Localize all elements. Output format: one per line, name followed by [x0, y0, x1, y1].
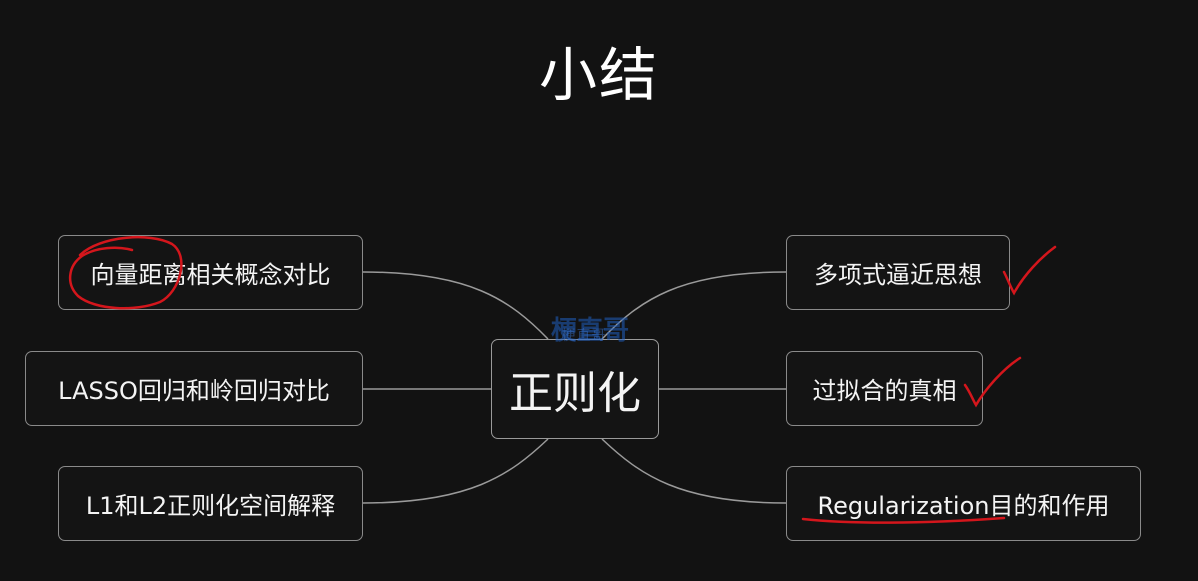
topic-l1-l2-space: L1和L2正则化空间解释	[58, 466, 363, 541]
connector-right-3	[601, 438, 787, 504]
topic-label: 过拟合的真相	[812, 377, 957, 405]
watermark: 梗直哥	[550, 316, 629, 346]
topic-overfitting: 过拟合的真相	[786, 351, 983, 426]
connector-right-1	[601, 271, 787, 340]
slide-title: 小结	[538, 41, 659, 109]
center-node: 正则化	[491, 339, 659, 439]
topic-label: Regularization目的和作用	[817, 492, 1110, 520]
center-label: 正则化	[509, 368, 641, 419]
topic-lasso-ridge: LASSO回归和岭回归对比	[25, 351, 363, 426]
topic-vector-distance: 向量距离相关概念对比	[58, 235, 363, 310]
topic-regularization-purpose: Regularization目的和作用	[786, 466, 1141, 541]
connector-left-1	[362, 271, 549, 340]
topic-label: 向量距离相关概念对比	[90, 261, 331, 289]
topic-label: 多项式逼近思想	[814, 261, 982, 289]
topic-label: LASSO回归和岭回归对比	[58, 377, 330, 405]
topic-label: L1和L2正则化空间解释	[85, 492, 336, 520]
watermark-subtext: 梗直哥	[561, 328, 607, 344]
topic-polynomial: 多项式逼近思想	[786, 235, 1010, 310]
connector-left-3	[362, 438, 549, 504]
